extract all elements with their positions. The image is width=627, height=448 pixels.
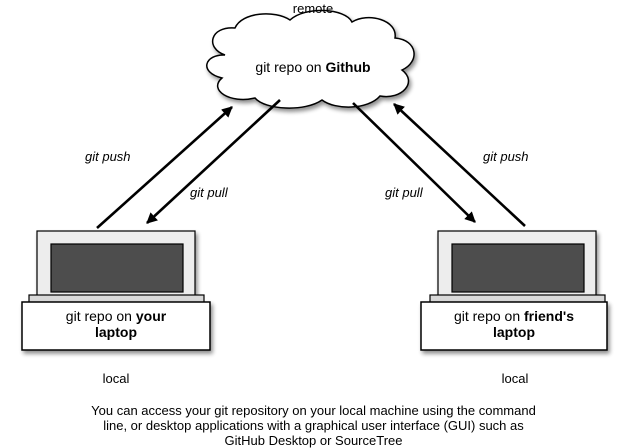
left-repo-label-bold: your — [135, 308, 167, 324]
left-push-arrow — [96, 106, 233, 229]
right-laptop — [420, 230, 608, 351]
left-repo-label-prefix: git repo on — [65, 308, 136, 324]
remote-label: remote — [292, 1, 334, 16]
github-repo-label: git repo on Github — [213, 59, 413, 75]
caption-line-3: GitHub Desktop or SourceTree — [224, 433, 403, 448]
left-laptop-screen — [50, 243, 184, 293]
right-repo-label-prefix: git repo on — [453, 308, 525, 324]
caption: You can access your git repository on yo… — [0, 403, 627, 448]
left-repo-label-line1: git repo on your — [28, 308, 204, 324]
left-repo-label-line2-text: laptop — [95, 324, 137, 341]
right-repo-label-line2-text: laptop — [493, 324, 535, 341]
right-pull-arrow — [352, 102, 476, 223]
github-cloud — [206, 9, 415, 109]
right-repo-label-line2: laptop — [426, 324, 602, 340]
left-repo-box — [21, 301, 211, 351]
right-repo-label-line1: git repo on friend's — [426, 308, 602, 324]
github-repo-label-prefix: git repo on — [255, 59, 326, 75]
right-push-arrow — [393, 103, 526, 227]
right-git-push-label: git push — [483, 149, 529, 164]
left-repo-label-line2: laptop — [28, 324, 204, 340]
right-repo-label: git repo on friend's laptop — [426, 308, 602, 340]
right-local-label: local — [501, 371, 529, 386]
left-git-pull-label: git pull — [190, 185, 228, 200]
left-repo-label: git repo on your laptop — [28, 308, 204, 340]
right-laptop-screen — [451, 243, 585, 293]
left-pull-arrow — [146, 99, 281, 224]
left-git-push-label: git push — [85, 149, 131, 164]
caption-line-2: line, or desktop applications with a gra… — [103, 418, 524, 433]
github-repo-label-bold: Github — [325, 59, 371, 75]
right-git-pull-label: git pull — [385, 185, 423, 200]
right-repo-label-bold: friend's — [524, 308, 575, 324]
right-repo-box — [420, 301, 608, 351]
caption-line-1: You can access your git repository on yo… — [91, 403, 536, 418]
left-local-label: local — [102, 371, 130, 386]
left-laptop — [21, 230, 211, 351]
